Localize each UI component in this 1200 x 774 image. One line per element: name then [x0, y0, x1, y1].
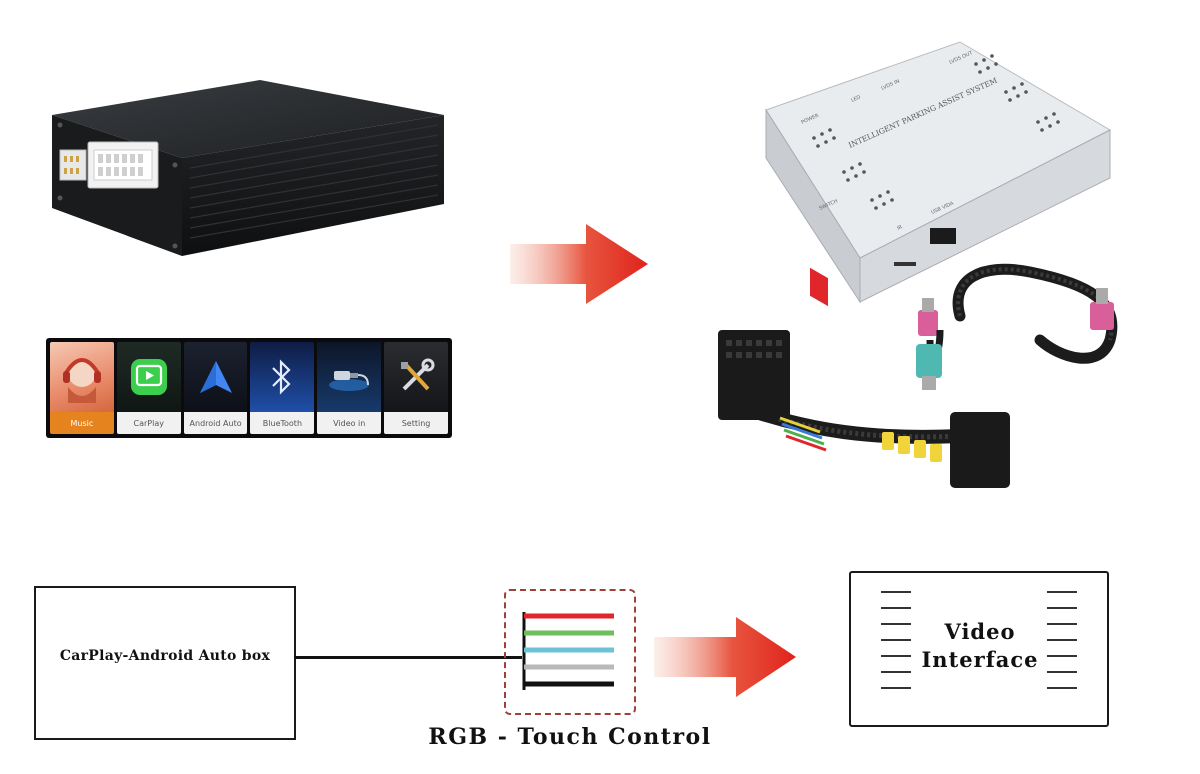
carplay-android-auto-box	[34, 586, 296, 740]
wrench-screwdriver-icon	[401, 358, 435, 391]
app-label: Setting	[384, 412, 448, 434]
bluetooth-icon	[272, 359, 291, 395]
port-label-ir: IR	[896, 224, 903, 232]
app-tile-music: Music	[50, 342, 114, 434]
video-label-line1: Video	[944, 619, 1016, 644]
rgb-touch-connector	[504, 589, 636, 715]
right-arrow-icon	[654, 617, 796, 697]
video-plug-icon	[329, 371, 370, 391]
carplay-box-photo	[52, 80, 444, 256]
port-label-led: LED	[850, 94, 862, 104]
rgb-wires-icon	[522, 612, 614, 690]
video-label-line2: Interface	[921, 647, 1039, 672]
app-label: Android Auto	[183, 412, 248, 434]
video-interface-label: Video Interface	[905, 618, 1055, 674]
app-label: Video in	[317, 412, 382, 434]
app-tile-android-auto: Android Auto	[183, 342, 248, 434]
connector-line	[294, 656, 522, 659]
app-tile-carplay: CarPlay	[116, 342, 181, 434]
app-label: BlueTooth	[250, 412, 315, 434]
right-arrow-icon	[510, 224, 648, 304]
app-label: CarPlay	[116, 412, 181, 434]
carplay-box-label: CarPlay-Android Auto box	[59, 648, 271, 664]
video-interface-box	[849, 571, 1109, 727]
app-tile-setting: Setting	[384, 342, 448, 434]
android-auto-icon	[199, 361, 232, 393]
rgb-touch-control-label: RGB - Touch Control	[428, 724, 712, 750]
parking-assist-module-photo: INTELLIGENT PARKING ASSIST SYSTEM POWER …	[718, 41, 1118, 488]
app-label: Music	[50, 412, 114, 434]
app-menu-screen: Music CarPlay Android Auto BlueTooth	[46, 338, 452, 438]
app-tile-bluetooth: BlueTooth	[250, 342, 315, 434]
headphones-girl-icon	[62, 358, 101, 403]
carplay-icon	[130, 359, 167, 395]
app-tile-video-in: Video in	[317, 342, 382, 434]
